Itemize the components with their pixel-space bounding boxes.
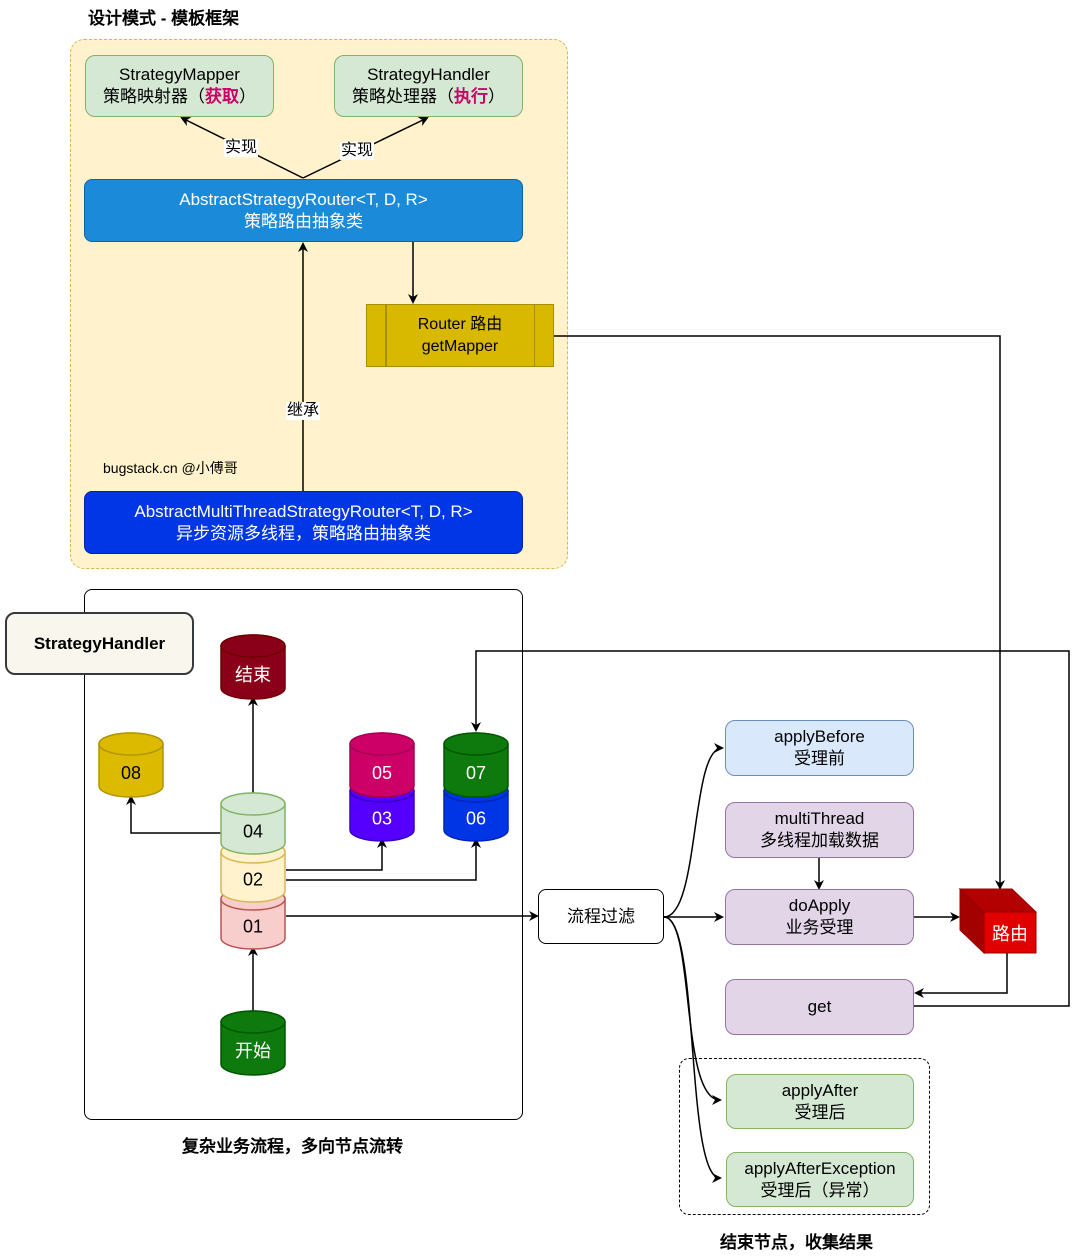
cylinder-label-start: 开始 (235, 1041, 271, 1061)
abstract-multithread-router-box: AbstractMultiThreadStrategyRouter<T, D, … (84, 491, 523, 554)
edge-02-to-03 (286, 838, 387, 871)
edge-04-to-08 (126, 795, 222, 834)
template-section-title: 设计模式 - 模板框架 (88, 9, 240, 28)
router-cube-label: 路由 (992, 924, 1028, 944)
cylinder-label-n06: 06 (466, 809, 486, 829)
cylinder-node-n08: 08 (98, 732, 164, 798)
strategy-handler-title: StrategyHandler (367, 65, 490, 84)
cylinder-label-n04: 04 (243, 822, 263, 842)
strategy-handler-box: StrategyHandler 策略处理器（执行） (334, 55, 523, 117)
edge-cube-to-get (914, 953, 1008, 998)
cylinder-label-end: 结束 (235, 665, 271, 685)
flow-filter-box: 流程过滤 (538, 889, 664, 944)
cylinder-label-n08: 08 (121, 763, 141, 783)
cylinder-node-n05: 05 (349, 732, 415, 798)
cylinder-label-n05: 05 (372, 763, 392, 783)
multi-thread-box: multiThread 多线程加载数据 (725, 802, 914, 858)
implement-label-left: 实现 (224, 139, 259, 157)
get-box: get (725, 979, 914, 1035)
cylinder-label-n02: 02 (243, 870, 263, 890)
end-nodes-container (679, 1058, 930, 1215)
end-nodes-caption: 结束节点，收集结果 (720, 1233, 873, 1252)
edge-filter-to-applybefore (663, 743, 724, 918)
watermark: bugstack.cn @小傅哥 (103, 460, 238, 476)
flow-caption: 复杂业务流程，多向节点流转 (182, 1137, 403, 1156)
edge-get-to-07 (471, 650, 1070, 1007)
strategy-mapper-box: StrategyMapper 策略映射器（获取） (85, 55, 274, 117)
cylinder-node-end: 结束 (220, 634, 286, 700)
edge-getmapper-to-cube (554, 335, 1005, 890)
strategy-handler-flow-container (84, 589, 523, 1120)
cylinder-label-n03: 03 (372, 809, 392, 829)
cylinder-node-n04: 04 (220, 792, 286, 855)
do-apply-box: doApply 业务受理 (725, 889, 914, 945)
cylinder-node-start: 开始 (220, 1010, 286, 1076)
apply-after-box: applyAfter 受理后 (726, 1074, 914, 1129)
abstract-strategy-router-box: AbstractStrategyRouter<T, D, R> 策略路由抽象类 (84, 179, 523, 242)
edge-filter-to-applyafterexception (663, 916, 722, 1183)
implement-label-right: 实现 (340, 142, 375, 160)
router-getmapper-box: Router 路由 getMapper (366, 304, 554, 367)
cylinder-label-n01: 01 (243, 917, 263, 937)
apply-after-exception-box: applyAfterException 受理后（异常） (726, 1152, 914, 1207)
cylinder-label-n07: 07 (466, 763, 486, 783)
cylinder-node-n07: 07 (443, 732, 509, 798)
apply-before-box: applyBefore 受理前 (725, 720, 914, 776)
strategy-handler-tag: StrategyHandler (5, 612, 194, 675)
inherit-label: 继承 (286, 402, 321, 420)
edge-02-to-06 (286, 838, 481, 881)
strategy-mapper-title: StrategyMapper (119, 65, 240, 84)
